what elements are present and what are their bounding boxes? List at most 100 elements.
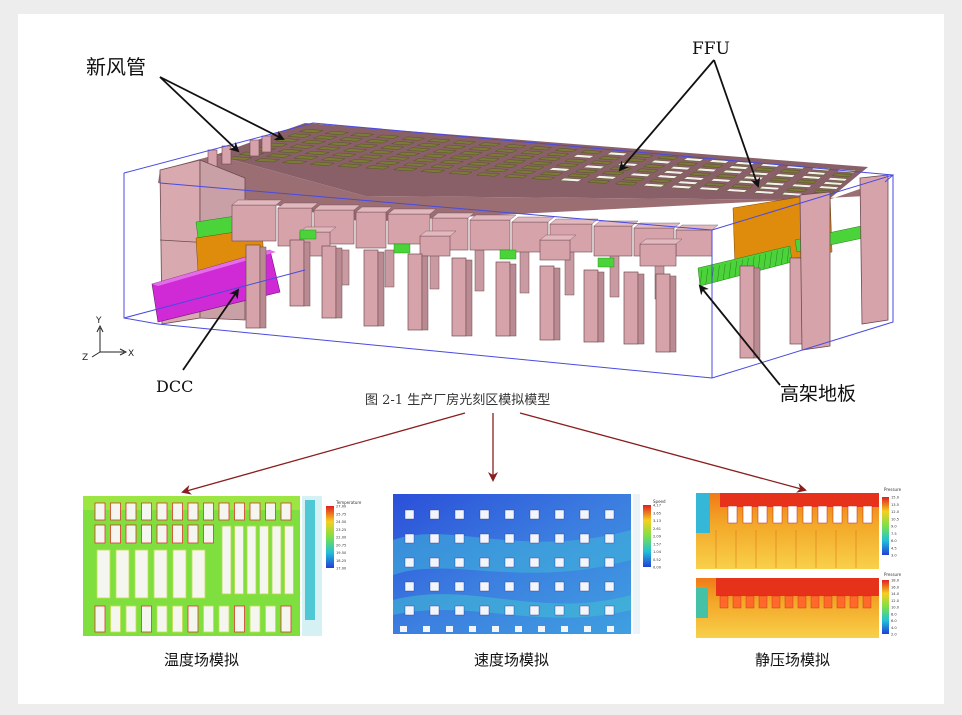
temp-cell-top	[94, 502, 106, 521]
ffu-unit	[582, 164, 606, 169]
legend-value: 1.57	[653, 542, 661, 546]
pressure-slot-upper	[727, 505, 738, 524]
speed-cell	[429, 533, 440, 544]
temp-cell-bottom	[234, 605, 245, 633]
speed-cell	[579, 605, 590, 616]
temperature-legend-title: Temperature	[335, 500, 362, 505]
ffu-unit	[780, 169, 801, 174]
ffu-unit	[376, 134, 400, 139]
speed-cell	[529, 581, 540, 592]
ffu-unit	[636, 168, 659, 173]
ffu-unit	[769, 177, 791, 182]
legend-value: 18.0	[891, 579, 900, 583]
ffu-unit	[503, 174, 528, 179]
temp-cell-block	[172, 549, 187, 599]
ffu-unit	[433, 149, 456, 154]
temp-cell-block	[191, 549, 206, 599]
ffu-unit	[676, 180, 699, 185]
ffu-unit	[287, 133, 312, 138]
support-column-side	[637, 273, 645, 345]
speed-cell	[479, 605, 490, 616]
pressure-lower-slots	[719, 595, 872, 609]
speed-cell-edge	[561, 626, 568, 632]
ffu-unit	[594, 175, 618, 180]
equipment-block-top	[593, 220, 639, 227]
legend-value: 12.0	[891, 599, 900, 603]
ffu-unit	[728, 165, 750, 170]
support-column-side	[465, 259, 473, 337]
equipment-block-top	[431, 212, 475, 219]
temp-cell-block	[153, 549, 168, 599]
pressure-slot-upper	[862, 505, 873, 524]
dcc-magenta-top	[152, 250, 276, 286]
ffu-unit	[642, 183, 666, 188]
temp-cell-mid	[172, 524, 183, 544]
panel-label-temperature: 温度场模拟	[164, 651, 239, 669]
raised-floor-hatch-line	[699, 269, 703, 287]
raised-floor-hatch-line	[780, 248, 784, 266]
ffu-unit	[293, 155, 319, 160]
legend-value: 19.50	[336, 551, 347, 555]
ffu-unit	[606, 151, 629, 156]
legend-value: 13.5	[891, 503, 899, 507]
speed-cell	[504, 605, 515, 616]
label-fresh-air-duct: 新风管	[86, 55, 146, 79]
speed-cell	[404, 581, 415, 592]
speed-cell	[429, 557, 440, 568]
pressure-slot-lower	[745, 595, 755, 609]
pressure-lower-red-band	[716, 578, 879, 596]
ffu-unit	[572, 154, 595, 159]
temp-cell-tall	[259, 525, 269, 595]
legend-value: 4.5	[891, 546, 897, 550]
temp-cell-mid	[203, 524, 214, 544]
back-column	[609, 249, 620, 298]
ffu-unit	[614, 181, 638, 186]
ffu-unit	[580, 149, 603, 154]
speed-cell	[479, 581, 490, 592]
equipment-block-top	[419, 230, 457, 237]
temp-cell-mid	[156, 524, 168, 544]
ffu-unit	[406, 147, 430, 152]
pressure-slot-upper	[847, 505, 858, 524]
ffu-unit	[818, 185, 840, 190]
support-column-side	[669, 275, 677, 353]
equipment-block-top	[675, 224, 719, 231]
ffu-unit	[370, 150, 394, 155]
raised-floor-hatch-line	[717, 265, 720, 282]
legend-value: 9.0	[891, 525, 897, 529]
legend-value: 3.13	[653, 519, 661, 523]
speed-cell	[554, 509, 565, 520]
ffu-unit	[753, 190, 776, 195]
ffu-unit	[423, 153, 447, 158]
ffu-unit	[546, 152, 570, 157]
ffu-unit	[547, 167, 572, 172]
temp-cell-top	[110, 502, 121, 521]
ffu-unit	[650, 159, 673, 164]
ffu-unit	[559, 177, 583, 182]
ffu-unit	[386, 156, 410, 161]
ffu-unit	[655, 174, 679, 179]
raised-floor-hatch-line	[786, 247, 790, 264]
ffu-unit	[469, 146, 493, 151]
legend-value: 16.0	[891, 585, 900, 589]
temp-cell-mid	[125, 524, 137, 544]
fresh-air-duct-3	[249, 139, 260, 157]
temp-cell-tall	[246, 525, 257, 595]
ffu-unit	[494, 148, 518, 153]
right-wall-column-2	[799, 191, 831, 351]
temp-cell-tall	[221, 525, 232, 595]
ffu-unit	[598, 156, 621, 161]
equipment-block-top	[387, 208, 437, 215]
speed-flow-band-1	[393, 530, 631, 575]
support-column-side	[377, 251, 385, 327]
ffu-unit	[430, 164, 455, 169]
pressure-slot-lower	[836, 595, 846, 609]
speed-legend-title: Speed	[653, 499, 666, 504]
pressure-legend-title-lower: Pressure	[884, 572, 902, 577]
temp-cell-top	[218, 502, 230, 521]
ffu-unit	[310, 161, 335, 166]
ffu-unit	[339, 137, 363, 142]
pressure-slot-lower	[784, 595, 794, 609]
fresh-air-duct-2	[221, 145, 232, 165]
